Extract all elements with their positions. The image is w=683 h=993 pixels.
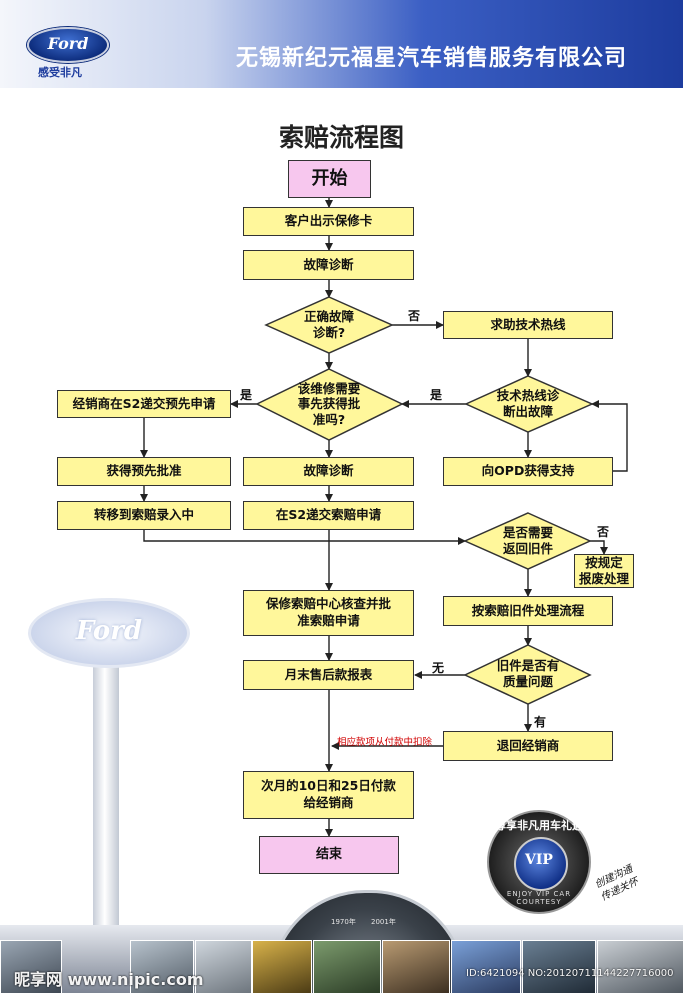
label-no-1: 否 — [408, 309, 421, 323]
decision-return-old-part: 是否需要 返回旧件 — [502, 524, 553, 556]
page-title: 索赔流程图 — [278, 123, 404, 152]
vip-ford-oval — [514, 837, 568, 891]
node-show-card: 客户出示保修卡 — [243, 207, 414, 236]
ford-sign: Ford — [28, 598, 190, 668]
node-old-part-process: 按索赔旧件处理流程 — [443, 596, 613, 626]
edge-return-scrap — [590, 540, 608, 555]
car-photo-6 — [382, 940, 450, 993]
decision-return-shape — [463, 512, 592, 570]
node-payment: 次月的10日和25日付款 给经销商 — [243, 771, 414, 819]
label-has: 有 — [534, 715, 547, 729]
brand-text: Ford — [47, 34, 89, 53]
vip-badge: 尊享非凡用车礼遇 VIP ENJOY VIP CAR COURTESY — [487, 810, 591, 914]
watermark-left: 昵享网 www.nipic.com — [14, 970, 204, 989]
slogan: 感受非凡 — [38, 66, 82, 79]
watermark-right: ID:6421094 NO:20120711144227716000 — [466, 968, 674, 979]
gauge-year-2: 2001年 — [371, 918, 396, 926]
label-yes-1: 是 — [240, 388, 253, 402]
decision-correct-diag-shape — [264, 296, 394, 354]
label-no-2: 否 — [597, 525, 610, 539]
node-scrap: 按规定 报废处理 — [574, 554, 634, 588]
car-photo-9 — [597, 940, 683, 993]
end-node: 结束 — [259, 836, 399, 874]
vip-text: VIP — [525, 852, 553, 868]
car-photo-1 — [0, 940, 62, 993]
node-hotline: 求助技术热线 — [443, 311, 613, 339]
decision-quality-shape — [463, 644, 592, 705]
node-diagnose-2: 故障诊断 — [243, 457, 414, 486]
node-dealer-submit: 经销商在S2递交预先申请 — [57, 390, 231, 418]
decision-quality-issue: 旧件是否有 质量问题 — [496, 657, 560, 689]
decision-preapproval: 该维修需要 事先获得批 准吗? — [297, 380, 361, 427]
company-name: 无锡新纪元福星汽车销售服务有限公司 — [236, 46, 628, 71]
car-photo-2 — [130, 940, 194, 993]
car-photo-3 — [195, 940, 252, 993]
node-center-review: 保修索赔中心核查并批 准索赔申请 — [243, 590, 414, 636]
node-transfer-entry: 转移到索赔录入中 — [57, 501, 231, 530]
node-opd-support: 向OPD获得支持 — [443, 457, 613, 486]
decision-correct-diag: 正确故障 诊断? — [303, 308, 354, 340]
node-get-preapproval: 获得预先批准 — [57, 457, 231, 486]
gauge-year-1: 1970年 — [331, 918, 356, 926]
edge-transfer-return — [143, 530, 466, 545]
start-node: 开始 — [288, 160, 371, 198]
decision-preapproval-shape — [255, 368, 404, 441]
label-yes-2: 是 — [430, 388, 443, 402]
decision-hotline-diag: 技术热线诊 断出故障 — [496, 387, 560, 419]
car-photo-5 — [313, 940, 381, 993]
sign-text: Ford — [75, 616, 143, 646]
car-photo-8 — [522, 940, 596, 993]
vip-ring-text: 尊享非凡用车礼遇 — [495, 819, 583, 832]
label-deduct: 相应款项从付款中扣除 — [337, 737, 433, 748]
node-s2-submit: 在S2递交索赔申请 — [243, 501, 414, 530]
edge-opd-loop — [591, 400, 628, 472]
node-diagnose-1: 故障诊断 — [243, 250, 414, 280]
vip-tagline: ENJOY VIP CAR COURTESY — [506, 890, 572, 906]
ford-logo: Ford — [27, 27, 109, 63]
car-photo-4 — [252, 940, 312, 993]
node-return-dealer: 退回经销商 — [443, 731, 613, 761]
header-banner: Ford 感受非凡 无锡新纪元福星汽车销售服务有限公司 — [0, 0, 683, 88]
car-photo-7 — [451, 940, 521, 993]
label-none: 无 — [432, 661, 445, 675]
decision-hotline-shape — [464, 375, 594, 433]
node-monthly-report: 月末售后款报表 — [243, 660, 414, 690]
